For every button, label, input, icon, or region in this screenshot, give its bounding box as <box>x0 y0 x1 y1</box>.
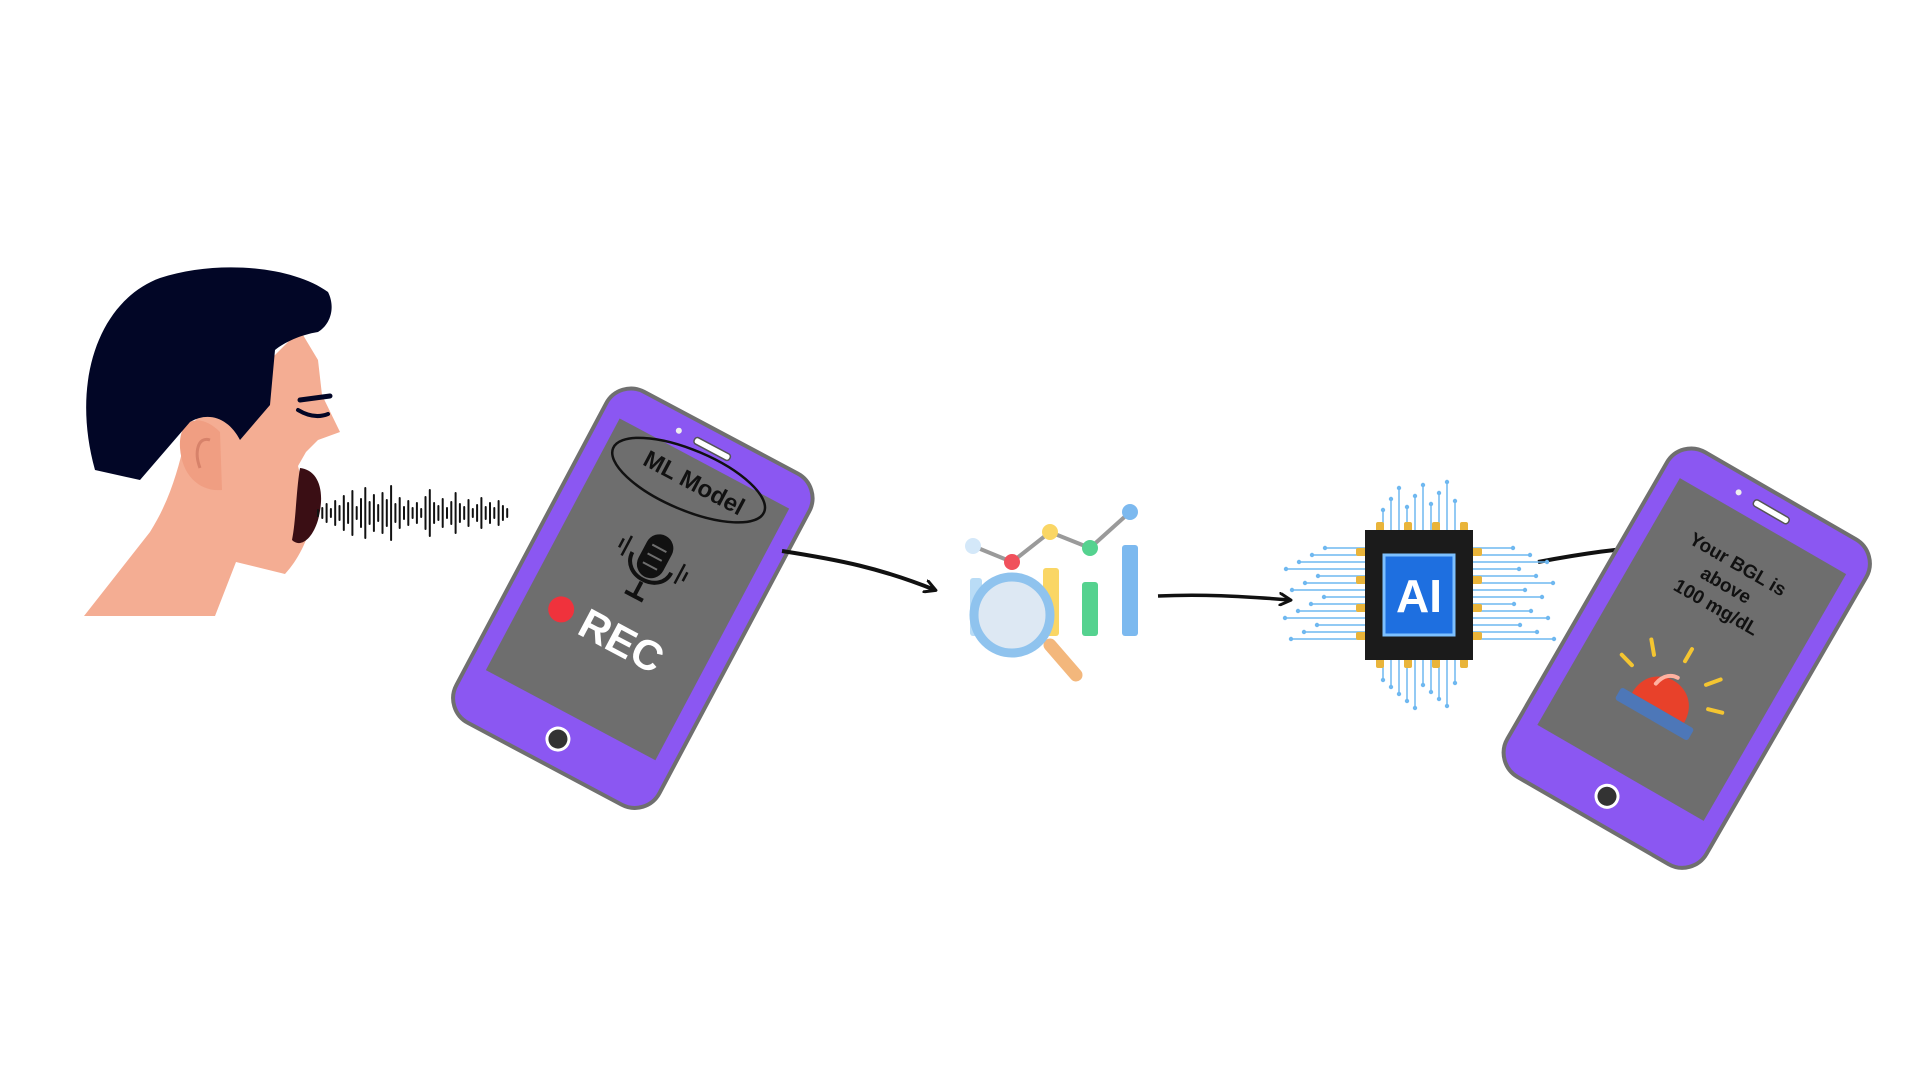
circuit-node <box>1388 496 1394 502</box>
home-button <box>545 726 571 752</box>
phone-speaker <box>693 436 732 462</box>
circuit-node <box>1396 691 1402 697</box>
circuit-node <box>1539 594 1545 600</box>
circuit-node <box>1322 545 1328 551</box>
home-button <box>1594 783 1620 809</box>
circuit-node <box>1396 485 1402 491</box>
circuit-node <box>1420 482 1426 488</box>
circuit-node <box>1288 636 1294 642</box>
circuit-node <box>1452 680 1458 686</box>
circuit-node <box>1321 594 1327 600</box>
bar-blue <box>1122 545 1138 636</box>
circuit-node <box>1296 559 1302 565</box>
circuit-node <box>1282 615 1288 621</box>
alarm-siren-icon <box>1615 637 1725 740</box>
circuit-node <box>1528 608 1534 614</box>
circuit-node <box>1308 601 1314 607</box>
circuit-node <box>1452 498 1458 504</box>
circuit-node <box>1551 636 1557 642</box>
ml-model-highlight-ellipse <box>610 436 767 524</box>
circuit-node <box>1550 580 1556 586</box>
ai-label: AI <box>1396 570 1442 622</box>
circuit-node <box>1380 507 1386 513</box>
circuit-node <box>1314 622 1320 628</box>
circuit-node <box>1428 689 1434 695</box>
circuit-node <box>1283 566 1289 572</box>
ear <box>179 420 222 491</box>
phone-speaker <box>1752 499 1790 525</box>
arrow-analytics-to-ai <box>1157 595 1290 600</box>
closed-eye <box>296 408 330 419</box>
circuit-node <box>1436 696 1442 702</box>
bar-green <box>1082 582 1098 636</box>
circuit-node <box>1534 629 1540 635</box>
circuit-node <box>1404 698 1410 704</box>
sound-wave-icon <box>317 485 509 541</box>
magnifier-icon <box>969 572 1083 682</box>
circuit-node <box>1301 629 1307 635</box>
microphone-icon <box>618 534 689 603</box>
circuit-node <box>1412 705 1418 711</box>
circuit-node <box>1315 573 1321 579</box>
circuit-node <box>1510 545 1516 551</box>
alert-phone: Your BGL is above 100 mg/dL <box>1501 446 1872 870</box>
rec-dot <box>548 596 575 623</box>
circuit-node <box>1516 566 1522 572</box>
ai-chip-icon: AI <box>1282 479 1557 711</box>
circuit-node <box>1412 493 1418 499</box>
hair <box>86 267 332 480</box>
circuit-node <box>1517 622 1523 628</box>
circuit-node <box>1511 601 1517 607</box>
speaking-person-icon <box>84 267 340 616</box>
data-analysis-icon <box>965 504 1138 682</box>
circuit-node <box>1295 608 1301 614</box>
circuit-node <box>1388 684 1394 690</box>
circuit-node <box>1444 479 1450 485</box>
arrow-phone-to-analytics <box>781 549 935 590</box>
circuit-node <box>1436 490 1442 496</box>
circuit-node <box>1527 552 1533 558</box>
circuit-node <box>1302 580 1308 586</box>
circuit-node <box>1289 587 1295 593</box>
circuit-node <box>1309 552 1315 558</box>
circuit-traces <box>1282 479 1557 711</box>
circuit-node <box>1380 677 1386 683</box>
open-mouth <box>292 468 322 544</box>
recording-phone: ML Model REC <box>451 386 815 810</box>
chip-core <box>1382 553 1456 637</box>
circuit-node <box>1444 703 1450 709</box>
circuit-node <box>1545 615 1551 621</box>
circuit-node <box>1420 682 1426 688</box>
circuit-node <box>1428 501 1434 507</box>
circuit-node <box>1544 559 1550 565</box>
circuit-node <box>1533 573 1539 579</box>
circuit-node <box>1404 504 1410 510</box>
circuit-node <box>1522 587 1528 593</box>
